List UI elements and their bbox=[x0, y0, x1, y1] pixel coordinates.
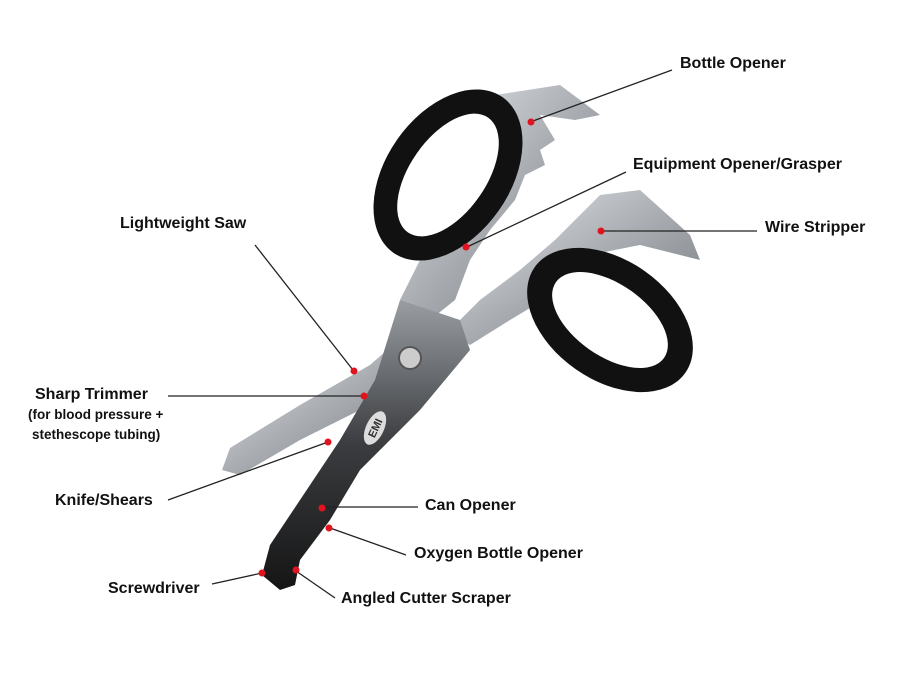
marker-sharp-trimmer bbox=[360, 392, 368, 400]
marker-lightweight-saw bbox=[350, 367, 358, 375]
label-knife-shears: Knife/Shears bbox=[55, 492, 153, 509]
label-angled-cutter-scraper: Angled Cutter Scraper bbox=[341, 590, 511, 607]
label-sharp-trimmer-note-2: stethescope tubing) bbox=[32, 427, 161, 442]
label-screwdriver: Screwdriver bbox=[108, 580, 200, 597]
emi-logo: EMI bbox=[363, 411, 387, 445]
marker-bottle-opener bbox=[527, 118, 535, 126]
lower-arm bbox=[262, 300, 470, 590]
left-handle bbox=[373, 89, 523, 261]
right-handle bbox=[527, 247, 693, 393]
marker-wire-stripper bbox=[597, 227, 605, 235]
label-can-opener: Can Opener bbox=[425, 497, 516, 514]
label-lightweight-saw: Lightweight Saw bbox=[120, 215, 247, 232]
marker-oxygen-bottle-opener bbox=[325, 524, 333, 532]
marker-angled-cutter bbox=[292, 566, 300, 574]
label-equipment-opener: Equipment Opener/Grasper bbox=[633, 156, 842, 173]
leader-lines bbox=[167, 69, 757, 599]
label-sharp-trimmer-note-1: (for blood pressure + bbox=[28, 407, 164, 422]
pivot-screw bbox=[398, 346, 422, 370]
marker-knife-shears bbox=[324, 438, 332, 446]
marker-can-opener bbox=[318, 504, 326, 512]
label-wire-stripper: Wire Stripper bbox=[765, 219, 866, 236]
label-oxygen-bottle-opener: Oxygen Bottle Opener bbox=[414, 545, 583, 562]
marker-screwdriver bbox=[258, 569, 266, 577]
label-bottle-opener: Bottle Opener bbox=[680, 55, 786, 72]
marker-equipment-opener bbox=[462, 243, 470, 251]
label-sharp-trimmer: Sharp Trimmer bbox=[35, 386, 148, 403]
callout-markers bbox=[258, 118, 605, 577]
